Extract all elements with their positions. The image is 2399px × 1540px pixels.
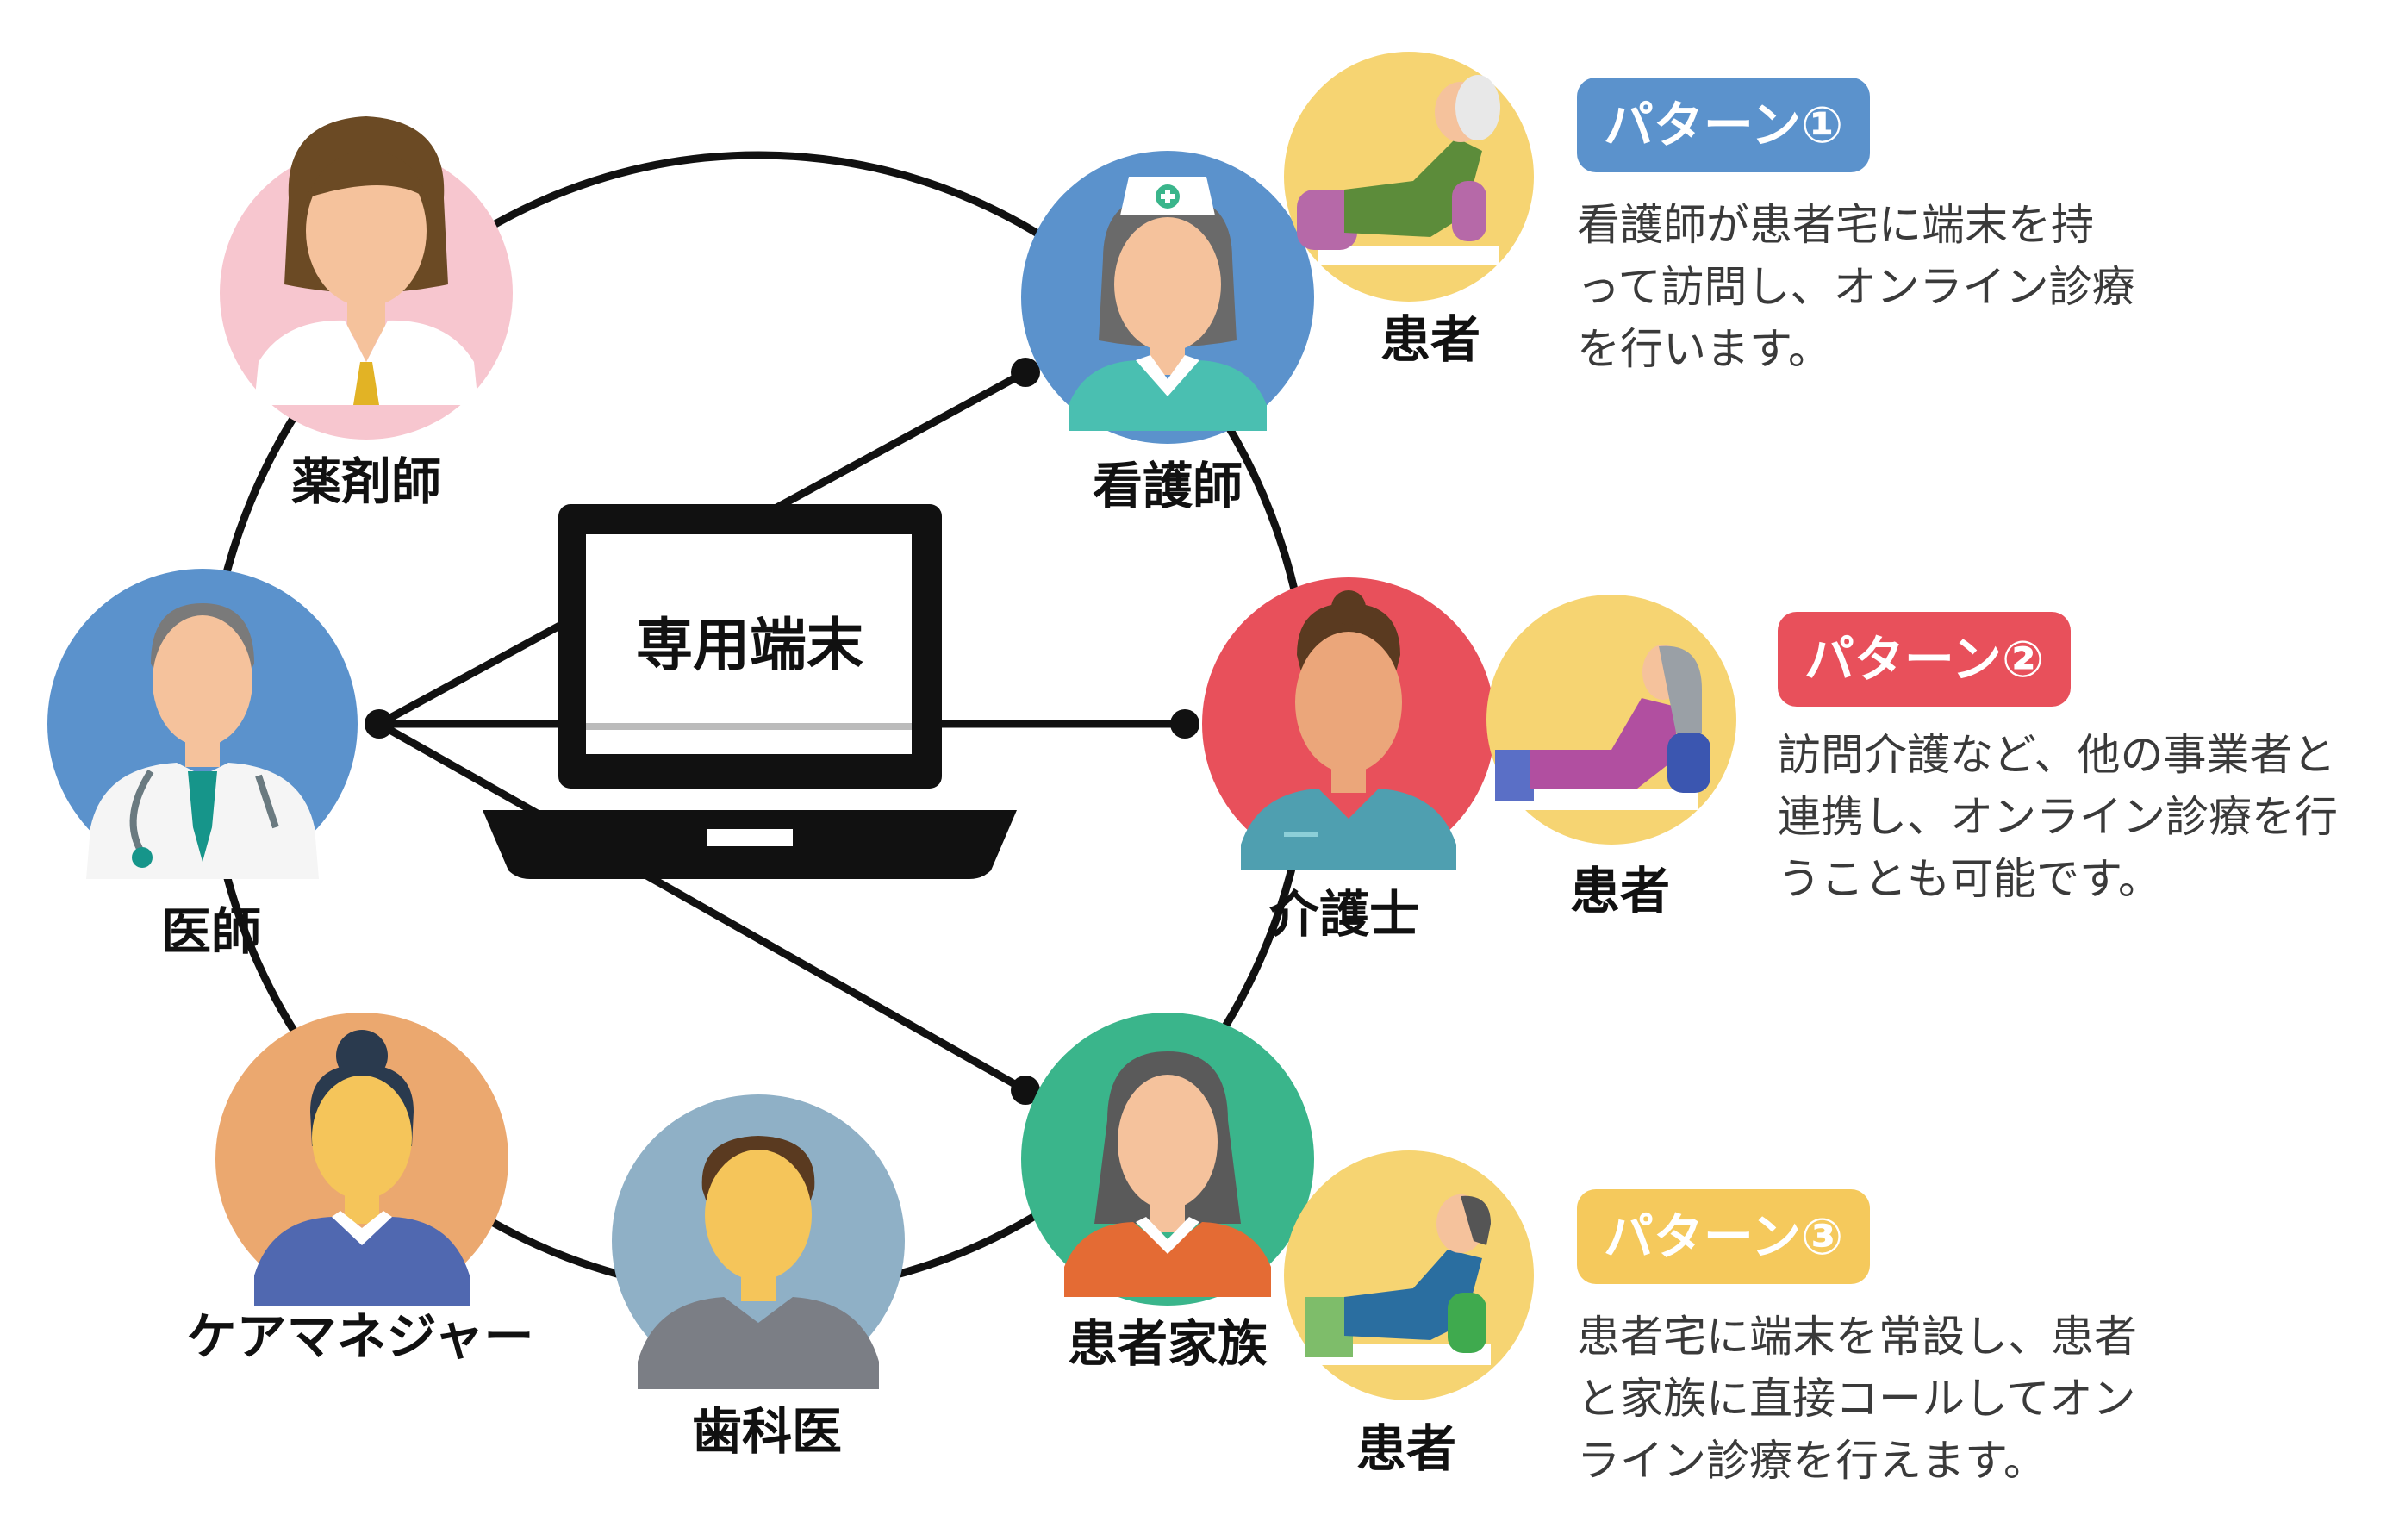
- pattern-3-description: 患者宅に端末を常設し、患者 と家族に直接コールしてオン ライン診療を行えます。: [1577, 1306, 2232, 1492]
- pattern-1-line-2: って訪問し、オンライン診療: [1577, 262, 2135, 312]
- care-worker-avatar: [1202, 577, 1495, 870]
- family-label: 患者家族: [1067, 1314, 1268, 1373]
- pattern-2-badge: パターン②: [1778, 612, 2071, 707]
- pattern-2-line-3: うことも可能です。: [1778, 854, 2161, 904]
- dentist-avatar: [612, 1094, 905, 1389]
- care-manager-label: ケアマネジャー: [186, 1307, 534, 1366]
- pattern-3-line-3: ライン診療を行えます。: [1577, 1436, 2047, 1486]
- patient-avatar-1: [1284, 52, 1534, 302]
- dentist-label: 歯科医: [691, 1402, 843, 1461]
- family-avatar: [1021, 1013, 1314, 1306]
- doctor-avatar: [47, 569, 358, 879]
- care-manager-avatar: [215, 1013, 508, 1306]
- pharmacist-label: 薬剤師: [290, 452, 442, 511]
- laptop-icon[interactable]: [483, 504, 1017, 879]
- doctor-label: 医師: [160, 902, 262, 961]
- patient-label-3: 患者: [1355, 1419, 1457, 1478]
- care-worker-label: 介護士: [1268, 885, 1420, 944]
- pattern-1-line-3: を行います。: [1577, 324, 1831, 374]
- patient-avatar-3: [1284, 1150, 1534, 1400]
- pattern-1-badge: パターン①: [1577, 78, 1870, 172]
- nurse-avatar: [1021, 151, 1314, 444]
- pattern-3-line-1: 患者宅に端末を常設し、患者: [1577, 1312, 2137, 1362]
- patient-label-2: 患者: [1569, 862, 1671, 920]
- pattern-2-line-1: 訪問介護など、他の事業者と: [1778, 730, 2336, 780]
- pattern-2-description: 訪問介護など、他の事業者と 連携し、オンライン診療を行 うことも可能です。: [1778, 724, 2399, 910]
- pattern-3-badge: パターン③: [1577, 1189, 1870, 1284]
- terminal-label: 専用端末: [636, 612, 863, 678]
- connector-dots: [365, 358, 1200, 1105]
- patient-avatar-2: [1486, 595, 1736, 845]
- pattern-2-line-2: 連携し、オンライン診療を行: [1778, 792, 2338, 842]
- pattern-1-line-1: 看護師が患者宅に端末を持: [1577, 200, 2094, 250]
- nurse-label: 看護師: [1092, 457, 1243, 515]
- pattern-3-line-2: と家族に直接コールしてオン: [1577, 1374, 2136, 1424]
- patient-label-1: 患者: [1380, 310, 1481, 369]
- pattern-1-description: 看護師が患者宅に端末を持 って訪問し、オンライン診療 を行います。: [1577, 194, 2232, 380]
- pharmacist-avatar: [220, 116, 513, 440]
